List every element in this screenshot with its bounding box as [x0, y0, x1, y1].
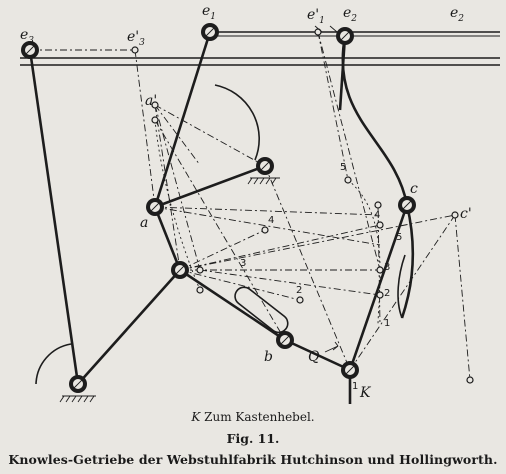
lever-e1	[153, 31, 212, 208]
label-num-4-prime: 4	[374, 210, 381, 221]
label-K: K	[360, 385, 371, 401]
lever-c-lower	[400, 204, 415, 319]
dotted-path	[347, 179, 381, 326]
label-a: a	[140, 215, 149, 231]
arc-c	[397, 254, 406, 319]
label-c: c	[410, 181, 418, 197]
arrows	[314, 25, 339, 353]
link-c-Q	[348, 204, 409, 371]
label-num-1-prime: 1	[384, 318, 391, 329]
link-a-center	[154, 164, 266, 209]
caption-k-text: Zum Kastenhebel.	[204, 410, 315, 424]
label-num-2-prime: 2	[384, 288, 391, 299]
slot-piece	[234, 286, 289, 334]
label-b: b	[264, 349, 273, 365]
label-num-1: 1	[352, 381, 359, 392]
pivots	[21, 23, 416, 393]
label-a-prime: a'	[145, 93, 158, 109]
label-num-3: 3	[240, 258, 247, 269]
caption-kastenhebel: K Zum Kastenhebel.	[0, 410, 506, 424]
label-e2: e2	[343, 5, 358, 24]
arc-e1	[214, 84, 260, 161]
lever-e2-curve	[341, 35, 409, 206]
label-e2-prime: e2	[450, 5, 465, 24]
label-num-5: 5	[340, 162, 347, 173]
figure-number: Fig. 11.	[226, 431, 280, 446]
link-b-Q	[284, 338, 351, 372]
joint-rings	[131, 28, 474, 384]
label-e3: e3	[20, 27, 35, 46]
link-3-b	[179, 268, 286, 342]
mechanism-figure	[20, 23, 500, 404]
label-e1-prime: e'1	[307, 7, 325, 26]
label-num-5-prime: 5	[396, 232, 403, 243]
figure-title: Knowles-Getriebe der Webstuhlfabrik Hutc…	[8, 452, 498, 467]
label-e1: e1	[202, 3, 217, 22]
arc-base	[35, 343, 72, 385]
link-3-base	[77, 269, 181, 385]
label-num-4: 4	[268, 215, 275, 226]
label-num-2: 2	[296, 285, 303, 296]
construction-lines	[30, 31, 471, 381]
lever-e3	[28, 49, 80, 385]
label-c-prime: c'	[460, 206, 472, 222]
caption-k-letter: K	[191, 410, 201, 424]
label-Q: Q	[308, 349, 320, 365]
label-num-3-prime: 3	[384, 262, 391, 273]
ground-hatching	[59, 177, 280, 403]
link-a-3	[153, 206, 182, 271]
label-e3-prime: e'3	[127, 29, 145, 48]
